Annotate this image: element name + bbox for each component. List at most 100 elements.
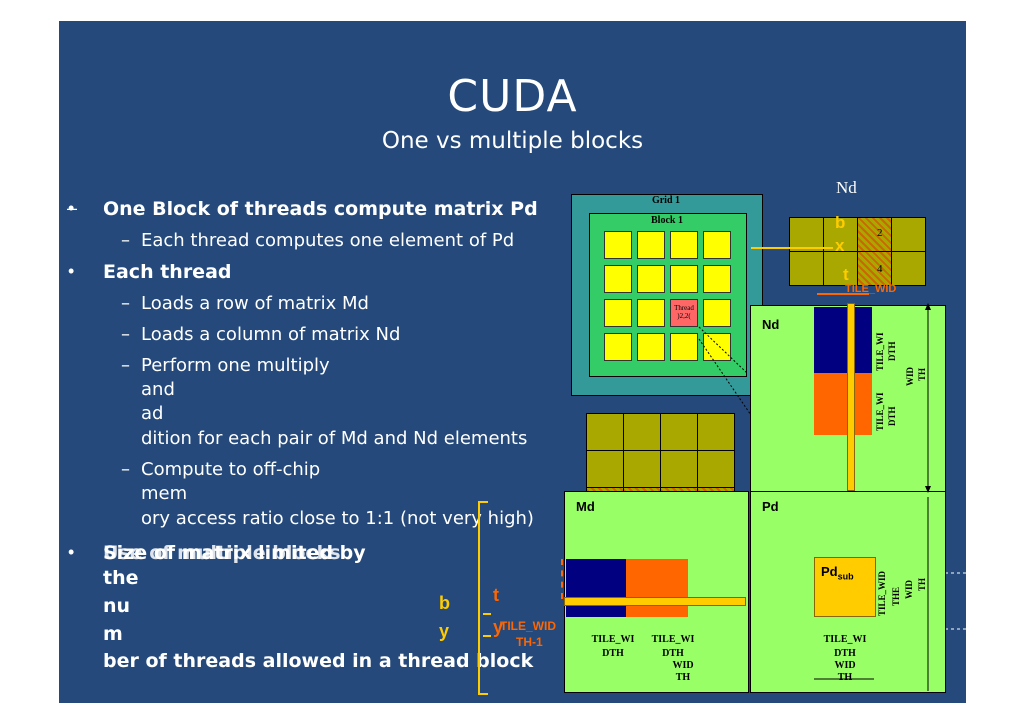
sub-bullet-marker: – [121,355,130,376]
grid-label: Grid 1 [651,195,681,206]
thread-cell [604,333,632,361]
thread-cell [637,333,665,361]
nd-tile-navy [814,307,872,373]
wid-pd: WID [834,660,856,671]
md-tile [586,450,624,488]
md-tile [660,450,698,488]
num-2: 2 [877,227,883,239]
bullet-dot: • [68,542,75,562]
nd-tile-hatched [857,251,892,286]
sub-bullet-marker: – [121,230,130,251]
thread-cell [703,265,731,293]
overlap-text: m [103,623,123,645]
tile-wid-left: TILE_WID [500,619,556,633]
th-pd: TH [837,672,853,683]
thread-cell [637,299,665,327]
thread-cell-highlight [670,299,698,327]
bracket [478,501,488,695]
thread-cell [637,231,665,259]
bullet-dot: • [68,261,75,281]
thread-label-1: Thread [674,304,694,312]
pd-label: Pd [762,499,779,514]
md-tile [623,450,661,488]
md-tile [697,413,735,451]
pdsub-label: Pdsub [821,564,854,582]
bullet-marker: – [67,198,78,218]
md-tile [586,413,624,451]
wid-md: WID [672,660,694,671]
bullet-dot: • [68,198,75,218]
nd-tile [823,251,858,286]
thread-cell [604,265,632,293]
tile-wi-md2: TILE_WI [651,634,695,645]
sub-bullet-marker: – [121,459,130,480]
slide: CUDA One vs multiple blocks – • One Bloc… [59,21,966,703]
tile-wi-md1: TILE_WI [591,634,635,645]
sub-bullet-text: and [141,379,175,400]
pdsub-text: Pd [821,564,838,579]
sub-bullet-text: mem [141,483,188,504]
nd-top-label: Nd [836,178,857,197]
thread-cell [637,265,665,293]
md-label: Md [576,499,595,514]
bullet-text: Each thread [103,261,232,283]
bx-bracket [751,247,833,249]
sub-bullet-text: Perform one multiply [141,355,330,376]
sub-bullet-text: Loads a row of matrix Md [141,293,369,314]
tick [483,613,491,615]
sub-bullet-marker: – [121,293,130,314]
thread-cell [604,299,632,327]
sub-bullet-marker: – [121,324,130,345]
thread-cell [670,265,698,293]
sub-bullet-text: Each thread computes one element of Pd [141,230,515,251]
slide-title: CUDA [447,71,578,122]
tile-wid-left-2: TH-1 [516,635,543,649]
md-tile-navy [566,559,626,617]
thread-cell [703,299,731,327]
nd-tile [823,217,858,252]
tile-wi-pd: TILE_WI [823,634,867,645]
overlap-text: nu [103,595,131,617]
by-letter: y [439,621,450,641]
thread-cell [670,231,698,259]
md-row [564,597,746,606]
num-4: 4 [877,263,883,275]
nd-tile [891,217,926,252]
nd-inner-label: Nd [762,317,780,332]
by-letter: b [439,593,450,613]
tx-tick [817,293,869,301]
ty-letter: t [493,585,499,605]
thread-cell [703,231,731,259]
sub-bullet-text: Compute to off-chip [141,459,321,480]
tick [483,635,491,637]
slide-subtitle: One vs multiple blocks [381,128,644,154]
nd-tile-hatched [857,217,892,252]
md-tile-orange [626,559,688,617]
ty-letter: y [493,617,504,637]
sub-bullet-text: ad [141,403,164,424]
th-md: TH [675,672,691,683]
dth-pd: DTH [834,648,856,659]
md-tile [697,450,735,488]
pdsub-tile [814,557,876,617]
bx-letter: b [835,213,846,232]
dth-md1: DTH [602,648,624,659]
ty-tick [553,559,563,599]
dth-md2: DTH [662,648,684,659]
tile-wid-top: TILE_WID [845,283,897,295]
nd-column [847,303,855,491]
overlap-text: the [103,567,139,589]
overlap-text: ber of threads allowed in a thread block [103,650,534,672]
thread-cell [703,333,731,361]
nd-tile-orange [814,373,872,435]
pdsub-subscript: sub [837,571,854,582]
dimension-arrows [814,303,931,691]
thread-label-2: )2,2( [677,312,691,320]
sub-bullet-text: dition for each pair of Md and Nd elemen… [141,428,528,449]
md-tile [623,413,661,451]
sub-bullet-text: Loads a column of matrix Nd [141,324,401,345]
thread-cell [604,231,632,259]
sub-bullet-text: ory access ratio close to 1:1 (not very … [141,508,534,529]
thread-cell [670,333,698,361]
bx-letter: x [835,236,845,255]
